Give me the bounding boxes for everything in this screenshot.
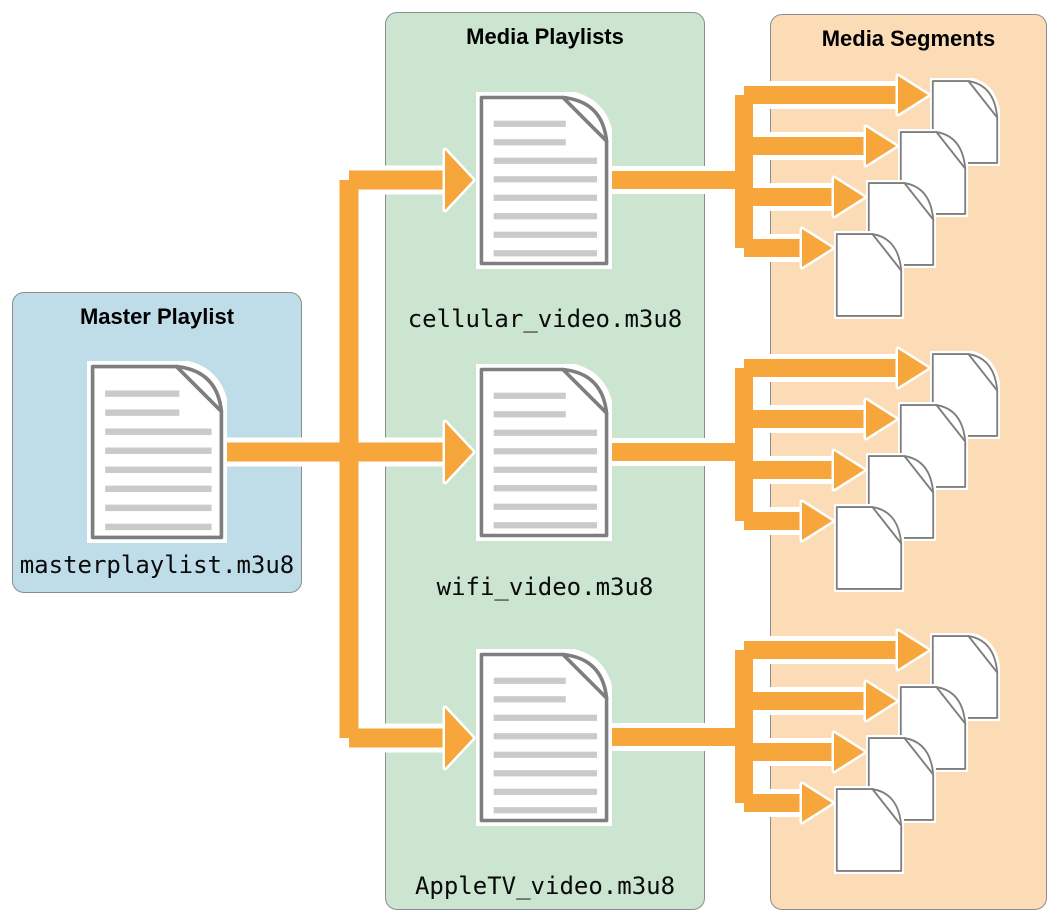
flow-arrowhead (831, 448, 867, 492)
flow-arrowhead (895, 628, 931, 672)
document-icon (473, 647, 615, 828)
media-segments-panel-title: Media Segments (821, 26, 996, 51)
playlist-filename-label: cellular_video.m3u8 (407, 305, 683, 333)
flow-arrowhead (799, 781, 835, 825)
flow-arrowhead (863, 397, 899, 441)
playlist-filename-label: AppleTV_video.m3u8 (414, 872, 676, 900)
blank-document-icon (896, 128, 970, 218)
document-icon (84, 358, 230, 546)
flow-arrowhead (442, 147, 476, 213)
flow-arrowhead (831, 730, 867, 774)
flow-arrowhead (895, 73, 931, 117)
blank-document-icon (832, 785, 906, 875)
blank-document-icon (832, 503, 906, 593)
blank-document-icon (928, 632, 1002, 722)
master-filename-label: masterplaylist.m3u8 (19, 551, 295, 579)
flow-arrowhead (863, 124, 899, 168)
media-playlists-panel-title: Media Playlists (466, 24, 624, 49)
master-panel-title: Master Playlist (79, 304, 235, 329)
document-icon (473, 362, 615, 543)
flow-arrowhead (895, 346, 931, 390)
flow-arrowhead (831, 175, 867, 219)
blank-document-icon (832, 230, 906, 320)
document-icon (473, 90, 615, 271)
flow-arrowhead (799, 499, 835, 543)
flow-arrow-line (606, 636, 902, 817)
flow-arrow-line (606, 641, 902, 812)
flow-arrowhead (442, 419, 476, 485)
flow-arrowhead (799, 226, 835, 270)
flow-arrow-line (220, 170, 449, 748)
flow-arrow-line (606, 86, 902, 257)
flow-arrowhead (442, 705, 476, 771)
playlist-filename-label: wifi_video.m3u8 (436, 573, 654, 601)
flow-arrow-line (606, 359, 902, 530)
flow-arrowhead (863, 679, 899, 723)
